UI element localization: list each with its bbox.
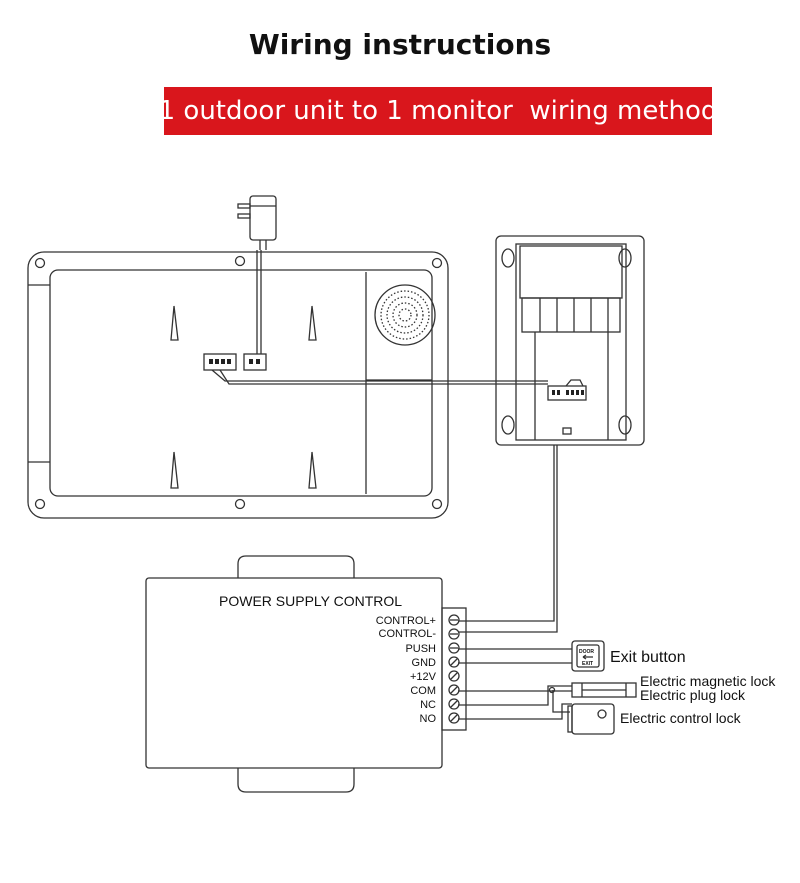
screw-hole [618,248,632,268]
mounting-slot [170,451,179,489]
terminal-screws [448,614,460,724]
terminal-block [441,607,467,731]
page-title: Wiring instructions [248,28,552,61]
mounting-slot [308,305,317,341]
monitor-outer-frame [27,251,449,519]
nc-wire [458,685,572,706]
outdoor-connector [547,385,587,401]
monitor-power-connector [243,353,267,371]
screw-hole [234,255,246,267]
outdoor-unit [495,235,645,446]
screw-hole [431,498,443,510]
exit-button-label: Exit button [610,649,686,666]
terminal-label: NC [420,699,436,711]
control-plus-wire [458,445,555,622]
screw-hole [34,257,46,269]
screw-hole [618,415,632,435]
terminal-label: +12V [410,671,437,683]
terminal-label: GND [412,657,437,669]
power-adapter [237,195,277,354]
screw-hole [431,257,443,269]
mounting-slot [170,305,179,341]
electric-control-lock [567,703,615,735]
monitor-inner-frame [49,269,433,497]
indoor-monitor [27,251,449,519]
terminal-label: CONTROL+ [376,615,436,627]
terminal-label: PUSH [405,643,436,655]
speaker-grille [374,284,436,346]
magnetic-plug-lock [548,682,637,698]
terminal-label: NO [420,713,437,725]
screw-hole [34,498,46,510]
power-supply-label: POWER SUPPLY CONTROL [219,593,402,609]
screw-hole [234,498,246,510]
exit-button-face-text: EXIT [582,661,593,667]
control-lock-label: Electric control lock [620,710,742,726]
terminal-label: COM [410,685,436,697]
exit-button [571,640,605,672]
screw-hole [501,415,515,435]
monitor-to-outdoor-wire [211,369,548,382]
plug-lock-label: Electric plug lock [640,687,746,703]
mounting-slot [308,451,317,489]
control-minus-wire [458,445,558,633]
exit-button-face-text: DOOR [579,649,594,655]
monitor-4pin-connector [203,353,237,371]
terminal-label: CONTROL- [379,628,437,640]
magnetic-lock-label: Electric magnetic lock [640,673,776,689]
subtitle-banner: 1 outdoor unit to 1 monitor wiring metho… [159,87,717,135]
power-supply-box [145,555,467,793]
terminal-labels: CONTROL+ CONTROL- PUSH GND +12V COM NC N… [376,615,437,725]
screw-hole [501,248,515,268]
